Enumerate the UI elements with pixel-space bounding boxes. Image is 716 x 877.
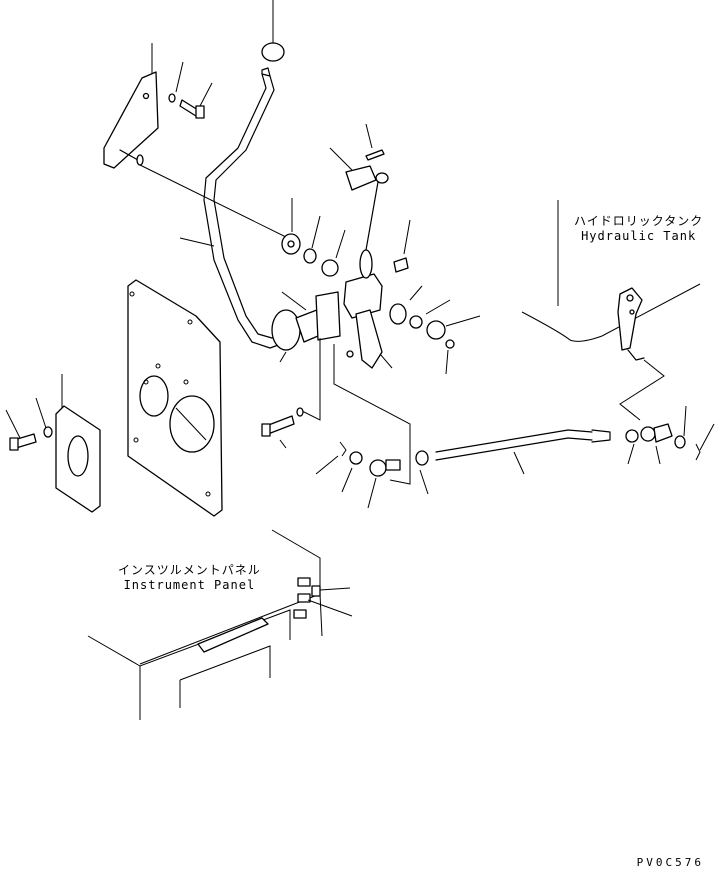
ball-joint-left [367,459,401,509]
valve-lever [617,287,665,421]
ball-joint-right [640,423,673,465]
bolt-top [179,82,213,119]
hydraulic-tank-label: ハイドロリックタンク Hydraulic Tank [574,214,703,244]
hydraulic-tank-label-en: Hydraulic Tank [581,229,697,243]
washer-large [281,198,301,255]
washer-flat [426,315,481,340]
instrument-panel-label: インスツルメントパネル Instrument Panel [118,563,261,593]
end-nut [674,405,687,449]
washer-left [35,397,53,438]
drawing-code: PV0C576 [636,856,704,869]
left-gasket [55,374,101,513]
split-pin [315,441,347,475]
bolt-left [5,409,37,451]
mounting-plate [299,338,411,485]
clevis-joint [329,147,389,251]
lever-base-block [343,249,393,369]
grease-fitting [393,219,411,273]
instrument-panel-label-jp: インスツルメントパネル [118,563,261,577]
control-rod [435,429,611,475]
spacer-collar [321,229,346,277]
nut-rod-right [625,429,639,465]
washer-center [296,407,304,417]
lever-knob [261,0,285,62]
cover-plate [127,279,223,517]
hydraulic-tank-outline [521,200,701,342]
nut-small [445,339,455,375]
washer-right [409,299,451,329]
instrument-panel-label-en: Instrument Panel [123,578,256,592]
lever-bracket [103,43,293,241]
grommet-boot [271,291,341,363]
control-lever [179,67,295,349]
instrument-panel [87,529,353,720]
bushing [389,285,423,325]
washer-small [168,61,184,103]
nut-rod-left [415,450,429,495]
cotter-pin [365,123,385,161]
end-pin [695,423,715,461]
lock-nut [303,215,321,264]
bolt-center [261,415,295,449]
hex-nut [341,451,363,493]
hydraulic-tank-label-jp: ハイドロリックタンク [574,214,704,228]
